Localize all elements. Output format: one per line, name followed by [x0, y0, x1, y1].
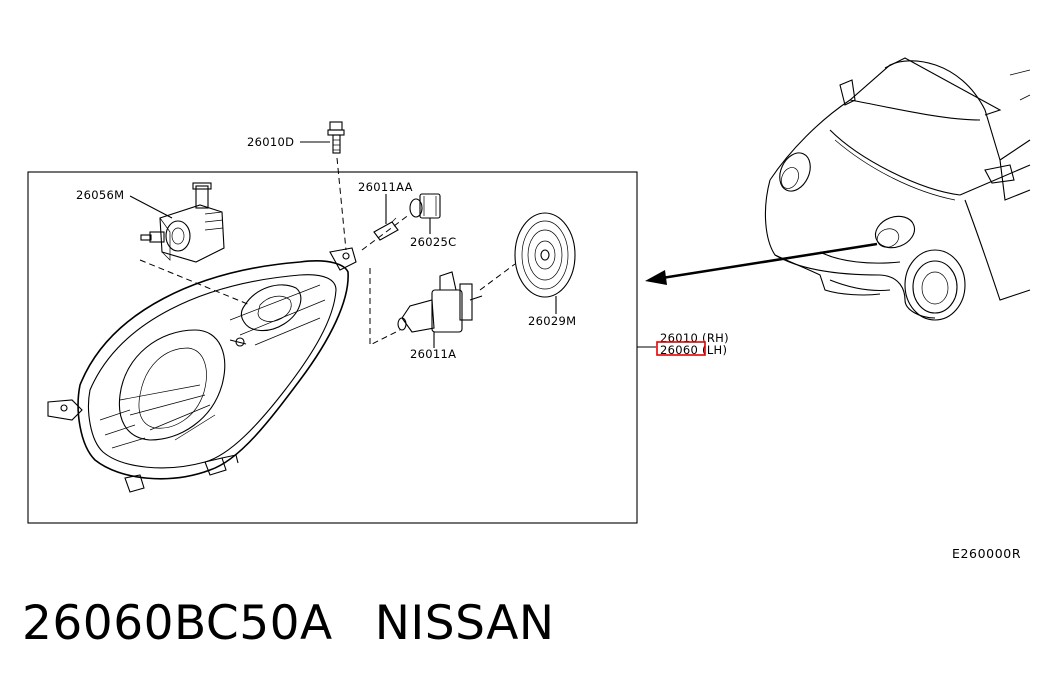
bulb-dash-line: [369, 268, 401, 346]
bolt-dash-line: [336, 157, 347, 251]
small-bulb-dash-line: [361, 213, 411, 251]
bulb-dash-line-2: [479, 263, 516, 291]
cap-26029M[interactable]: [514, 212, 576, 298]
label-26011AA: 26011AA: [358, 180, 413, 194]
small-bulb-26025C[interactable]: [409, 193, 441, 219]
location-arrow: [645, 242, 878, 285]
headlamp-assembly[interactable]: [47, 247, 357, 493]
label-26010D: 26010D: [247, 135, 294, 149]
part-number: 26060BC50A: [22, 596, 333, 651]
label-26060-lh: 26060 (LH): [660, 343, 727, 357]
label-26056M: 26056M: [76, 188, 124, 202]
label-26029M: 26029M: [528, 314, 576, 328]
label-26025C: 26025C: [410, 235, 456, 249]
bulb-26011A[interactable]: [397, 271, 483, 333]
brand-name: NISSAN: [374, 596, 555, 651]
figure-code: E260000R: [952, 546, 1021, 561]
part-caption: 26060BC50A NISSAN: [22, 596, 555, 651]
parts-frame: [27, 171, 638, 524]
car-illustration: [764, 57, 1031, 321]
actuator-leader: [129, 195, 173, 219]
lh-part-highlight: [656, 341, 706, 356]
bolt-26010D[interactable]: [327, 121, 345, 154]
actuator-26056M[interactable]: [140, 182, 225, 263]
label-26011A: 26011A: [410, 347, 456, 361]
socket-26011AA[interactable]: [373, 217, 399, 241]
